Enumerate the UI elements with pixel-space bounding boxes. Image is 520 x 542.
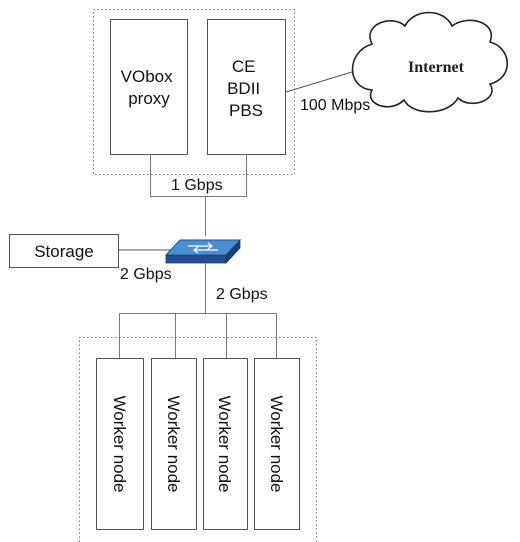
worker-node-label: Worker node: [164, 395, 183, 492]
vobox-label: VObox proxy: [121, 67, 178, 108]
internet-speed-label: 100 Mbps: [300, 97, 370, 114]
headnode-uplink: [150, 154, 247, 236]
worker-node-box: [96, 358, 144, 530]
storage-label: Storage: [34, 242, 94, 261]
worker-node-label: Worker node: [215, 395, 234, 492]
workers-bus: [119, 313, 277, 358]
storage-box: [9, 234, 119, 268]
headnode-enclosure: [93, 9, 295, 175]
ce-box: [207, 19, 286, 155]
network-switch-icon: [165, 238, 241, 265]
worker-node-label: Worker node: [110, 395, 129, 492]
worker-node-box: [254, 358, 300, 530]
vobox-label-line2: proxy: [128, 89, 170, 108]
internet-label: Internet: [408, 59, 465, 76]
worker-node-label: Worker node: [267, 395, 286, 492]
ce-label-line2: BDII: [227, 79, 260, 98]
internet-cloud: [351, 11, 508, 113]
ce-label: CE BDII PBS: [227, 57, 265, 120]
workers-speed-label: 2 Gbps: [216, 286, 268, 303]
ce-label-line1: CE: [232, 57, 256, 76]
internet-link: [285, 71, 353, 93]
vobox-box: [110, 19, 188, 155]
worker-node-box: [151, 358, 197, 530]
headnode-speed-label: 1 Gbps: [171, 177, 223, 194]
vobox-label-line1: VObox: [121, 67, 173, 86]
storage-speed-label: 2 Gbps: [120, 266, 172, 283]
worker-node-box: [203, 358, 248, 530]
ce-label-line3: PBS: [229, 101, 263, 120]
